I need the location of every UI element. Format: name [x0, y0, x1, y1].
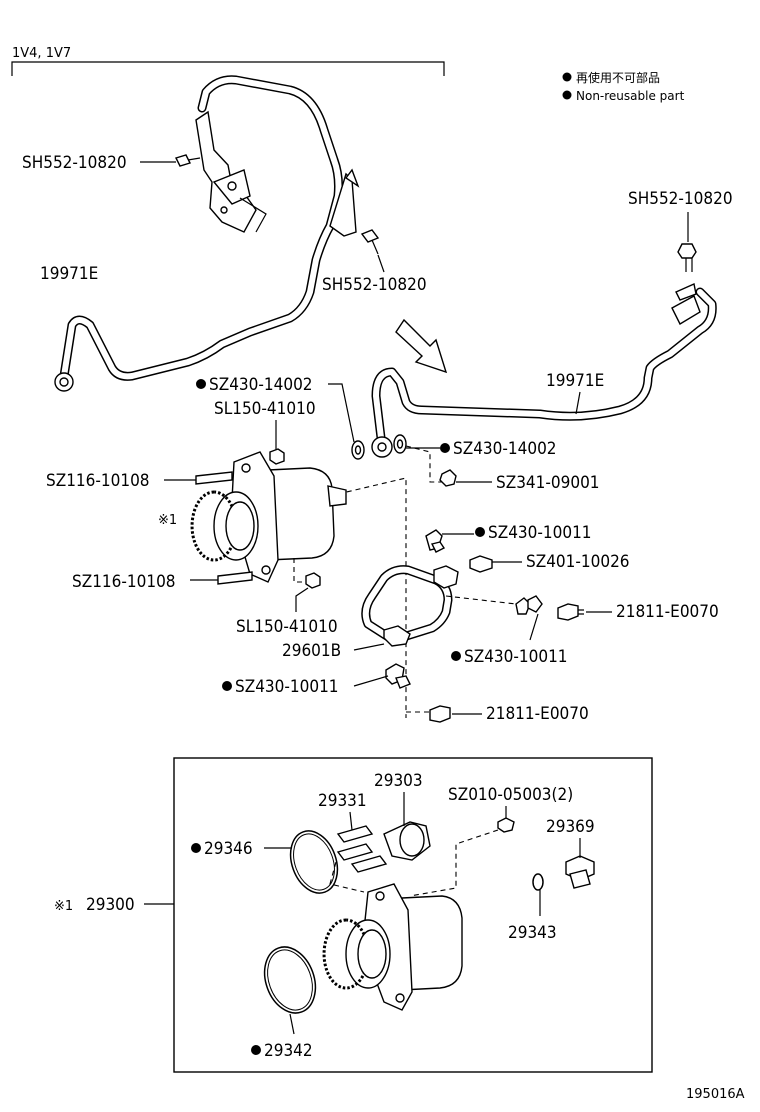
bracket-assembly	[195, 110, 267, 233]
clip-sz430-10011-b	[515, 595, 543, 615]
valve-21811-a	[557, 603, 584, 621]
pipe-19971e-left	[54, 75, 360, 392]
vacuum-pump-upper	[190, 451, 347, 583]
direction-arrow-icon	[395, 318, 448, 374]
nut-sl150-b	[305, 572, 321, 589]
label-sz341-09001: SZ341-09001	[496, 473, 600, 493]
assembly-note-mark: ※1	[54, 899, 73, 914]
legend: 再使用不可部品 Non-reusable part	[562, 70, 685, 103]
label-sh552-10820-a: SH552-10820	[22, 153, 127, 173]
screw-sz010	[497, 817, 515, 833]
label-sz430-10011-c: SZ430-10011	[235, 677, 339, 697]
label-sh552-10820-c: SH552-10820	[628, 189, 733, 209]
non-reusable-dot-icon	[196, 379, 206, 389]
non-reusable-dot-icon	[222, 681, 232, 691]
clip-sz430-10011-a	[425, 529, 446, 553]
label-sz401-10026: SZ401-10026	[526, 552, 630, 572]
clip-sz430-10011-c	[385, 663, 411, 689]
note-mark-upper: ※1	[158, 513, 177, 528]
label-sz430-10011-a: SZ430-10011	[488, 523, 592, 543]
variant-bracket	[11, 61, 445, 76]
bolt-sh552-c	[677, 243, 697, 272]
hose-29601b	[361, 565, 459, 647]
label-sz116-10108-b: SZ116-10108	[72, 572, 176, 592]
label-29303: 29303	[374, 771, 423, 791]
oring-29343	[532, 873, 544, 891]
label-19971e-left: 19971E	[40, 264, 98, 284]
non-reusable-dot-icon	[191, 843, 201, 853]
non-reusable-dot-icon	[562, 72, 572, 82]
pipe-19971e-right	[371, 283, 717, 458]
bolt-sh552-b	[360, 229, 380, 255]
nut-sl150-a	[269, 448, 285, 465]
gasket-sz430-14002-b	[393, 434, 407, 454]
label-29601b: 29601B	[282, 641, 341, 661]
bolt-sh552-a	[175, 154, 201, 167]
label-sz010-05003: SZ010-05003(2)	[448, 785, 573, 805]
gasket-sz430-14002-a	[351, 440, 365, 460]
label-sz430-14002-a: SZ430-14002	[209, 375, 313, 395]
label-29369: 29369	[546, 817, 595, 837]
label-21811-e0070-a: 21811-E0070	[616, 602, 719, 622]
vanes-29331	[336, 825, 388, 873]
non-reusable-dot-icon	[562, 90, 572, 100]
stud-sz116-b	[217, 571, 253, 585]
label-sz116-10108-a: SZ116-10108	[46, 471, 150, 491]
fitting-29369	[565, 855, 595, 889]
bolt-sz401	[469, 555, 493, 573]
valve-21811-b	[429, 705, 451, 723]
non-reusable-dot-icon	[475, 527, 485, 537]
oring-29346	[289, 830, 339, 894]
label-29342: 29342	[264, 1041, 313, 1061]
diagram-id: 195016A	[686, 1087, 745, 1102]
legend-en: Non-reusable part	[576, 89, 685, 103]
stud-sz116-a	[195, 471, 233, 485]
label-sz430-10011-b: SZ430-10011	[464, 647, 568, 667]
oring-29342	[263, 946, 317, 1014]
label-sl150-41010-b: SL150-41010	[236, 617, 338, 637]
label-sz430-14002-b: SZ430-14002	[453, 439, 557, 459]
assembly-box	[173, 757, 653, 1073]
label-29346: 29346	[204, 839, 253, 859]
label-21811-e0070-b: 21811-E0070	[486, 704, 589, 724]
variant-label: 1V4, 1V7	[12, 46, 71, 61]
non-reusable-dot-icon	[440, 443, 450, 453]
label-29300: 29300	[86, 895, 135, 915]
label-19971e-right: 19971E	[546, 371, 604, 391]
rotor-29303	[383, 821, 431, 861]
label-29343: 29343	[508, 923, 557, 943]
union-bolt-sz341	[439, 469, 457, 487]
label-sl150-41010-a: SL150-41010	[214, 399, 316, 419]
legend-jp: 再使用不可部品	[576, 70, 660, 85]
non-reusable-dot-icon	[451, 651, 461, 661]
label-sh552-10820-b: SH552-10820	[322, 275, 427, 295]
vacuum-pump-lower	[322, 883, 463, 1011]
label-29331: 29331	[318, 791, 367, 811]
non-reusable-dot-icon	[251, 1045, 261, 1055]
